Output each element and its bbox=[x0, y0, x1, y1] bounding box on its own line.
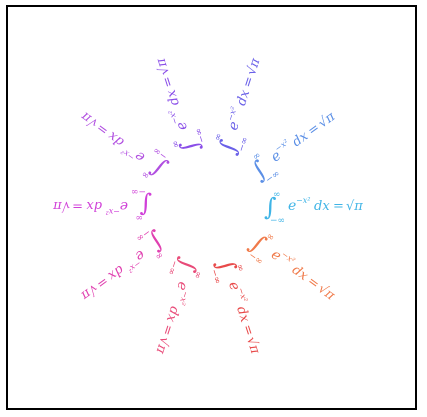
exponent: −x² bbox=[280, 250, 297, 266]
lower-limit: −∞ bbox=[165, 259, 179, 276]
upper-limit: ∞ bbox=[264, 231, 276, 243]
upper-limit: ∞ bbox=[273, 190, 281, 200]
exponent: −x² bbox=[119, 147, 136, 163]
equals-sign: = bbox=[72, 198, 83, 213]
exponent: −x² bbox=[236, 287, 249, 303]
exponent: −x² bbox=[167, 109, 180, 125]
lower-limit: −∞ bbox=[208, 268, 222, 285]
figure-frame bbox=[6, 5, 417, 410]
lower-limit: −∞ bbox=[270, 216, 285, 226]
integral-sign: ∫ bbox=[139, 191, 152, 219]
equals-sign: = bbox=[159, 74, 177, 89]
equals-sign: = bbox=[240, 75, 258, 90]
upper-limit: ∞ bbox=[170, 139, 182, 149]
exponent: −x² bbox=[296, 196, 310, 205]
rhs-sqrt-pi: √π bbox=[53, 198, 70, 213]
equation-ray: ∫∞ −∞e−x² dx=√π bbox=[53, 186, 152, 222]
differential: dx bbox=[164, 87, 183, 107]
rhs-sqrt-pi: √π bbox=[152, 335, 172, 356]
differential: dx bbox=[86, 198, 102, 213]
upper-limit: ∞ bbox=[213, 132, 225, 142]
upper-limit: ∞ bbox=[251, 150, 263, 162]
exponent: −x² bbox=[106, 207, 120, 216]
integrand: e bbox=[288, 198, 296, 214]
upper-limit: ∞ bbox=[136, 212, 144, 222]
upper-limit: ∞ bbox=[191, 270, 203, 280]
equals-sign: = bbox=[158, 322, 176, 337]
rhs-sqrt-pi: √π bbox=[244, 56, 264, 77]
lower-limit: −∞ bbox=[237, 136, 251, 153]
equals-sign: = bbox=[239, 323, 257, 338]
upper-limit: ∞ bbox=[140, 168, 152, 180]
equals-sign: = bbox=[333, 199, 344, 214]
integral-sign: ∫ bbox=[264, 193, 277, 221]
equation-ray: ∫∞ −∞e−x² dx=√π bbox=[264, 190, 363, 226]
lower-limit: −∞ bbox=[131, 186, 146, 196]
integrand: e bbox=[120, 198, 128, 214]
rhs-sqrt-pi: √π bbox=[153, 56, 173, 77]
differential: dx bbox=[233, 305, 252, 325]
exponent: −x² bbox=[226, 106, 239, 122]
upper-limit: ∞ bbox=[234, 263, 246, 273]
differential: dx bbox=[234, 88, 253, 108]
differential: dx bbox=[163, 304, 182, 324]
rhs-sqrt-pi: √π bbox=[243, 335, 263, 356]
differential: dx bbox=[314, 199, 330, 214]
rhs-sqrt-pi: √π bbox=[346, 199, 363, 214]
exponent: −x² bbox=[273, 138, 290, 154]
exponent: −x² bbox=[177, 290, 190, 306]
upper-limit: ∞ bbox=[153, 249, 165, 261]
lower-limit: −∞ bbox=[194, 127, 208, 144]
exponent: −x² bbox=[126, 259, 143, 275]
